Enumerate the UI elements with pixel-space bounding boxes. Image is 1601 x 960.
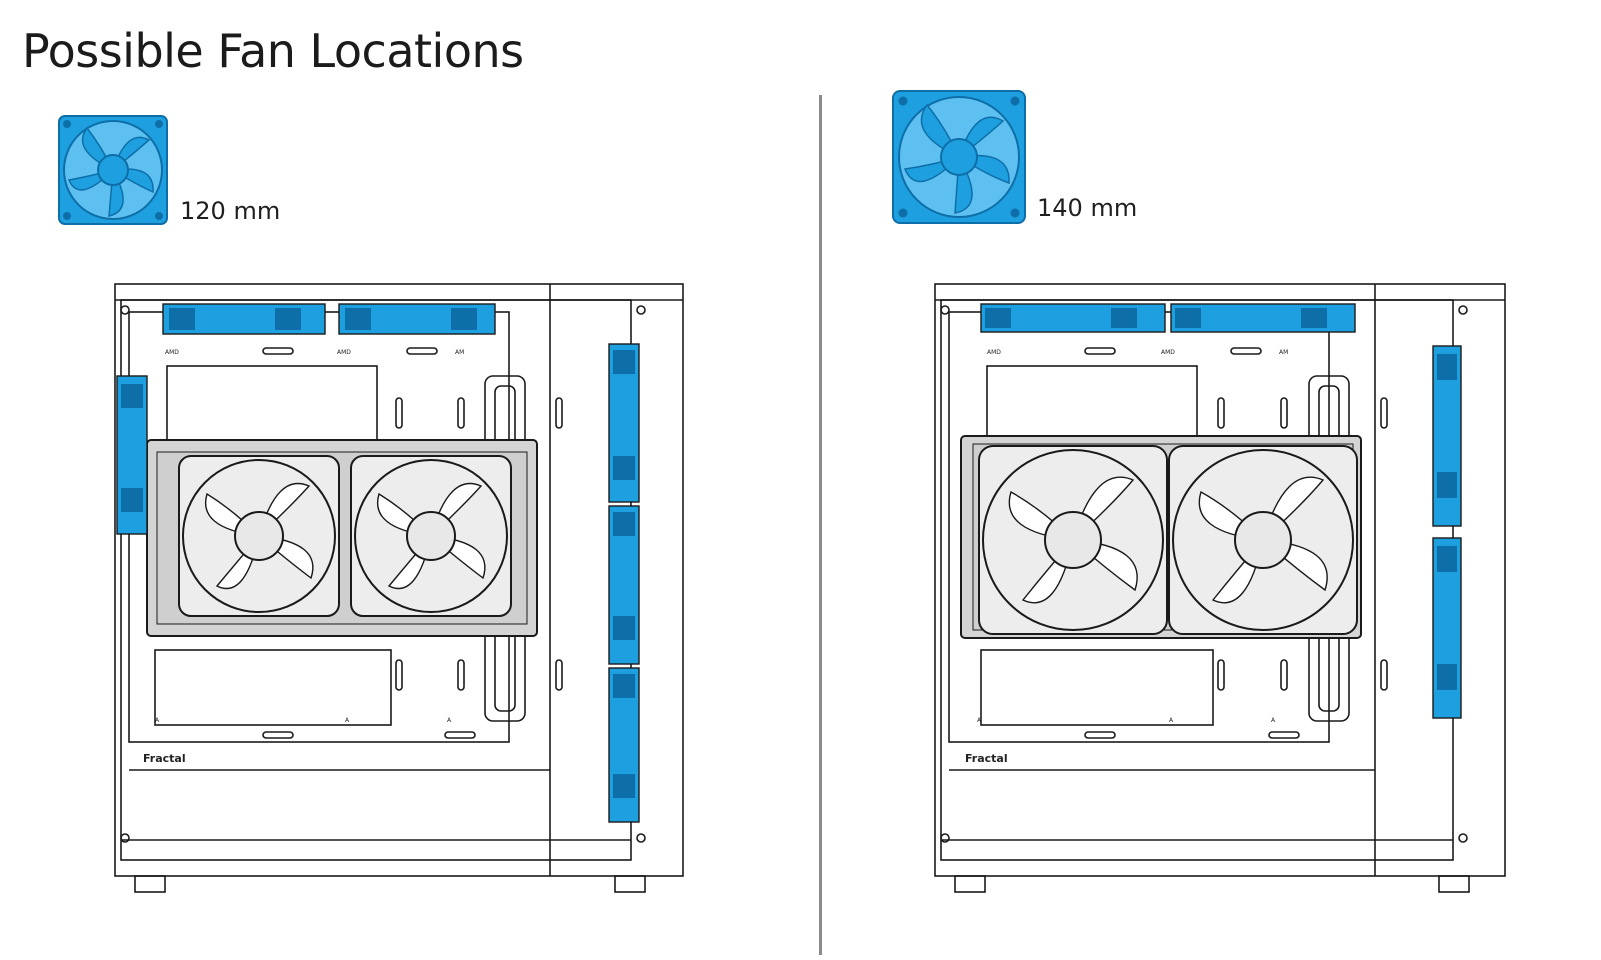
brand-text: Fractal <box>965 752 1008 765</box>
panel-divider <box>819 95 822 955</box>
svg-text:A: A <box>345 717 350 724</box>
svg-text:AM: AM <box>1279 349 1288 356</box>
fan-140mm-icon <box>892 90 1026 224</box>
case-diagram-120mm: Fractal AMD AMD AM A A A <box>114 283 684 893</box>
svg-text:AMD: AMD <box>337 349 351 356</box>
svg-text:AMD: AMD <box>1161 349 1175 356</box>
svg-text:A: A <box>1271 717 1276 724</box>
svg-text:AM: AM <box>455 349 464 356</box>
fan-size-label-140: 140 mm <box>1037 194 1138 222</box>
svg-text:A: A <box>1169 717 1174 724</box>
svg-text:A: A <box>977 717 982 724</box>
fan-size-label-120: 120 mm <box>180 197 281 225</box>
brand-text: Fractal <box>143 752 186 765</box>
svg-text:A: A <box>447 717 452 724</box>
svg-text:AMD: AMD <box>987 349 1001 356</box>
case-diagram-140mm: Fractal AMD AMD AM A A A <box>934 283 1506 893</box>
svg-text:AMD: AMD <box>165 349 179 356</box>
fan-120mm-icon <box>58 115 168 225</box>
page-title: Possible Fan Locations <box>22 24 524 78</box>
svg-text:A: A <box>155 717 160 724</box>
